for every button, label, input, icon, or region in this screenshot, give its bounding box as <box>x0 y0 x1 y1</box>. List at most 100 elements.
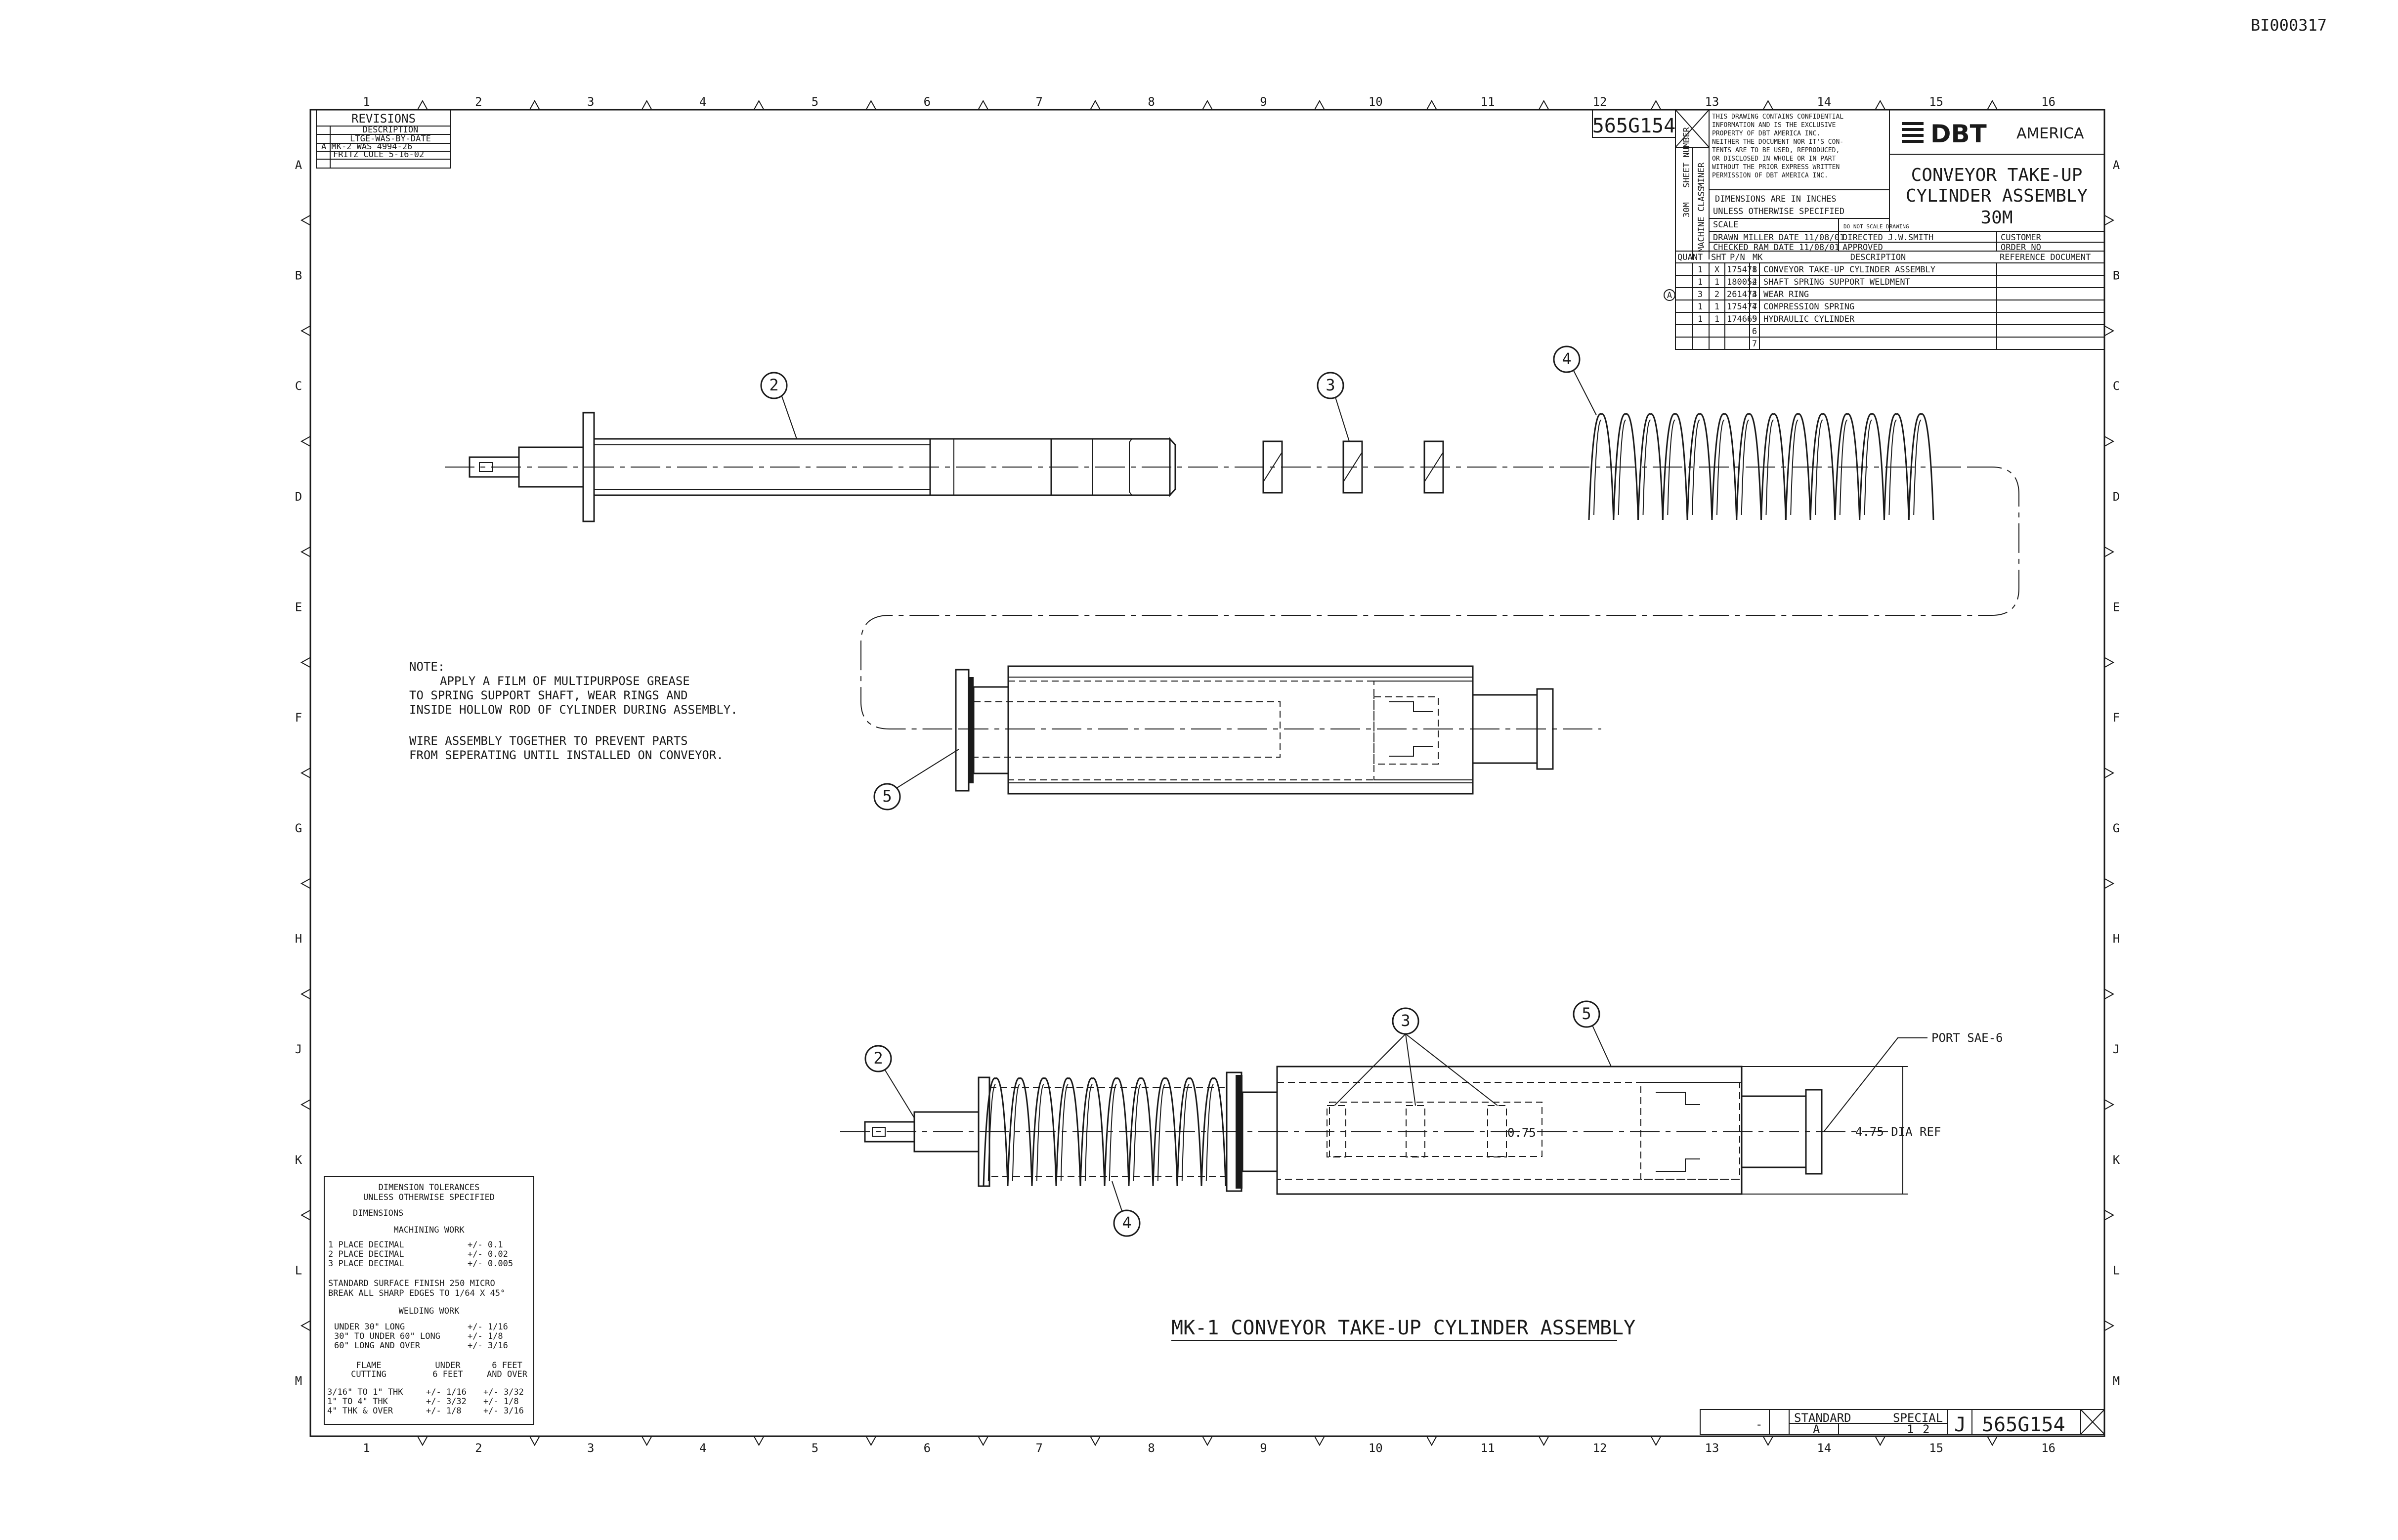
revisions-row-2: FRITZ COLE 5-16-02 <box>333 150 424 160</box>
assembly-caption: MK-1 CONVEYOR TAKE-UP CYLINDER ASSEMBLY <box>1171 1317 1635 1339</box>
zone-tick-top <box>1987 99 1998 110</box>
zone-tick-bottom <box>978 1436 989 1447</box>
scale-value: DO NOT SCALE DRAWING <box>1843 223 1909 230</box>
note-line-2: TO SPRING SUPPORT SHAFT, WEAR RINGS AND <box>409 688 688 702</box>
zone-row-right-F: F <box>2113 711 2120 725</box>
bom-pn: 261474 <box>1727 290 1757 299</box>
zone-col-bottom-1: 1 <box>363 1441 370 1455</box>
note-line-5: FROM SEPERATING UNTIL INSTALLED ON CONVE… <box>409 748 724 762</box>
zone-col-top-12: 12 <box>1593 95 1607 109</box>
bom-qty: 1 <box>1698 265 1703 275</box>
zone-col-bottom-2: 2 <box>475 1441 482 1455</box>
company-name: DBT <box>1930 120 1987 148</box>
zone-row-left-H: H <box>295 932 302 946</box>
balloon-2-bottom <box>864 1045 892 1072</box>
zone-tick-bottom <box>865 1436 877 1447</box>
zone-col-bottom-14: 14 <box>1817 1441 1831 1455</box>
approved-label: APPROVED <box>1842 243 1883 253</box>
zone-col-bottom-5: 5 <box>812 1441 818 1455</box>
bottom-title-strip: - STANDARD SPECIAL A 1 2 J 565G154 <box>1700 1409 2105 1436</box>
revisions-block: REVISIONS DESCRIPTION LTGE-WAS-BY-DATE A… <box>316 109 451 169</box>
zone-col-bottom-9: 9 <box>1260 1441 1267 1455</box>
zone-col-top-1: 1 <box>363 95 370 109</box>
zone-row-right-D: D <box>2113 490 2120 504</box>
bottom-sheet-of: 2 <box>1923 1422 1929 1436</box>
zone-tick-bottom <box>1538 1436 1549 1447</box>
bom-sht: 1 <box>1714 314 1719 324</box>
zone-row-left-E: E <box>295 600 302 614</box>
tol-welding: WELDING WORK <box>399 1306 460 1316</box>
zone-col-top-16: 16 <box>2041 95 2055 109</box>
side-label-machine: MACHINE CLASS <box>1697 186 1707 252</box>
tol-mach-label: 2 PLACE DECIMAL <box>328 1249 404 1259</box>
note-heading: NOTE: <box>409 660 445 674</box>
zone-row-left-B: B <box>295 269 302 283</box>
bom-pn: 175478 <box>1727 265 1757 275</box>
balloon-5-middle-label: 5 <box>882 787 892 806</box>
zone-tick-bottom <box>1090 1436 1101 1447</box>
zone-col-top-3: 3 <box>587 95 594 109</box>
zone-tick-top <box>641 99 652 110</box>
zone-tick-left <box>300 214 311 226</box>
compression-spring-part-4-exploded <box>1588 413 1934 520</box>
revisions-title: REVISIONS <box>351 112 416 126</box>
note-line-3: INSIDE HOLLOW ROD OF CYLINDER DURING ASS… <box>409 703 738 717</box>
zone-col-top-7: 7 <box>1035 95 1042 109</box>
zone-col-bottom-8: 8 <box>1148 1441 1155 1455</box>
balloon-5-bottom-label: 5 <box>1582 1004 1591 1023</box>
zone-tick-top <box>529 99 540 110</box>
zone-tick-right <box>2104 878 2115 889</box>
tol-flame-under: +/- 1/16 <box>426 1387 467 1397</box>
bom-sht: 2 <box>1714 290 1719 299</box>
balloon-2-bottom-label: 2 <box>873 1049 883 1068</box>
confidential-line: PROPERTY OF DBT AMERICA INC. <box>1712 130 1820 137</box>
balloon-3-top-label: 3 <box>1326 376 1335 394</box>
tol-weld-label: UNDER 30" LONG <box>334 1322 405 1332</box>
zone-col-top-2: 2 <box>475 95 482 109</box>
zone-row-right-A: A <box>2113 158 2120 172</box>
bom-qty: 3 <box>1698 290 1703 299</box>
zone-tick-top <box>1538 99 1549 110</box>
bom-desc: HYDRAULIC CYLINDER <box>1763 314 1855 324</box>
assembly-note: NOTE: APPLY A FILM OF MULTIPURPOSE GREAS… <box>409 660 738 762</box>
title-block: 565G154 THIS DRAWING CONTAINS CONFIDENTI… <box>1592 109 2105 350</box>
confidential-line: TENTS ARE TO BE USED, REPRODUCED, <box>1712 147 1840 154</box>
tol-title-2: UNLESS OTHERWISE SPECIFIED <box>363 1193 495 1202</box>
bottom-standard: STANDARD <box>1794 1411 1851 1425</box>
balloon-4-top <box>1553 345 1581 373</box>
zone-tick-bottom <box>1762 1436 1774 1447</box>
zone-tick-top <box>1875 99 1886 110</box>
customer-label: CUSTOMER <box>2001 233 2042 243</box>
port-label: PORT SAE-6 <box>1931 1031 2003 1045</box>
tol-weld-value: +/- 3/16 <box>468 1341 508 1351</box>
side-label-miner: MINER <box>1697 162 1707 188</box>
zone-tick-bottom <box>753 1436 765 1447</box>
zone-col-bottom-16: 16 <box>2041 1441 2055 1455</box>
bom-header-quant: QUANT <box>1677 253 1703 262</box>
tol-flame-over: +/- 3/32 <box>483 1387 524 1397</box>
bom-desc: WEAR RING <box>1763 290 1809 299</box>
document-id: BI000317 <box>2251 16 2327 35</box>
drawn-by: DRAWN MILLER DATE 11/08/01 <box>1713 233 1844 243</box>
balloon-5-bottom <box>1573 1000 1600 1028</box>
zone-col-bottom-3: 3 <box>587 1441 594 1455</box>
units-note-1: DIMENSIONS ARE IN INCHES <box>1715 194 1837 204</box>
zone-col-bottom-4: 4 <box>699 1441 706 1455</box>
zone-col-top-11: 11 <box>1481 95 1495 109</box>
zone-col-top-5: 5 <box>812 95 818 109</box>
balloon-3-top <box>1317 372 1344 399</box>
zone-tick-top <box>1426 99 1437 110</box>
dia-label: 4.75 DIA REF <box>1855 1125 1941 1139</box>
wear-rings-part-3-exploded <box>1262 440 1444 494</box>
bom-row: 7 <box>1675 337 2104 350</box>
zone-row-left-G: G <box>295 821 302 835</box>
checked-by: CHECKED RAM DATE 11/08/01 <box>1713 243 1840 253</box>
zone-col-top-8: 8 <box>1148 95 1155 109</box>
bom-sht: 1 <box>1714 277 1719 287</box>
bom-mk: 2 <box>1752 277 1757 287</box>
